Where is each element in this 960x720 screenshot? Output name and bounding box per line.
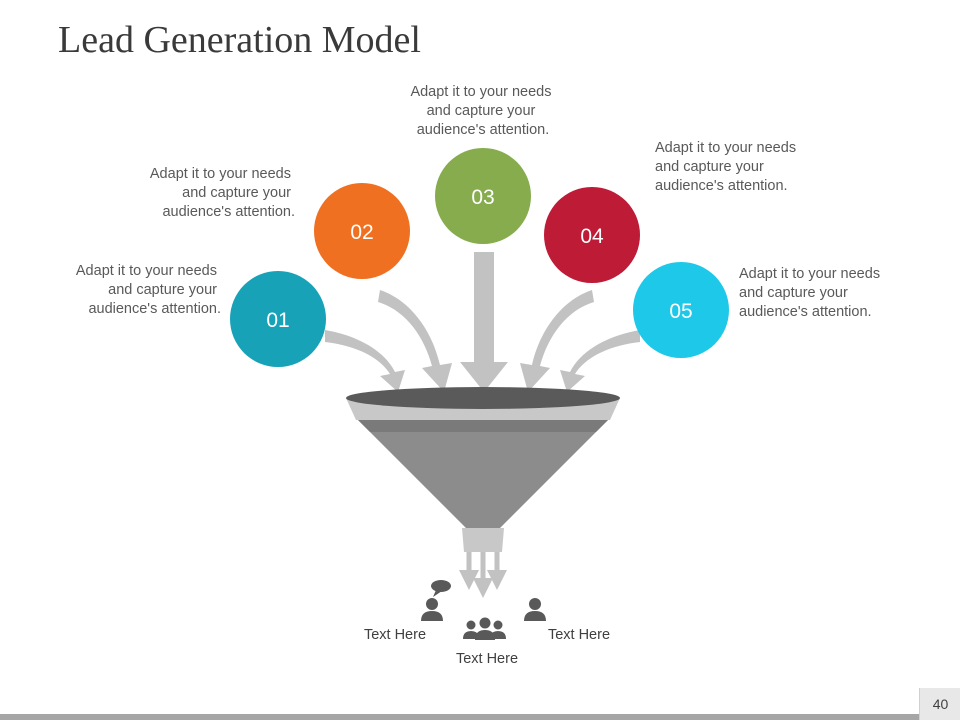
step-02-number: 02 — [350, 221, 373, 244]
step-05: 05 — [633, 262, 729, 358]
step-02-description: Adapt it to your needs and capture your … — [150, 166, 295, 220]
arrow-04 — [520, 290, 594, 392]
arrow-01 — [325, 330, 405, 392]
arrow-05 — [560, 330, 640, 392]
page-title: Lead Generation Model — [58, 19, 421, 61]
funnel — [346, 387, 620, 552]
step-04: 04 — [544, 187, 640, 283]
person-speech-icon — [421, 580, 451, 621]
step-01-number: 01 — [266, 309, 289, 332]
step-05-number: 05 — [669, 300, 692, 323]
step-01-description: Adapt it to your needs and capture your … — [76, 263, 221, 317]
person-icon — [524, 598, 546, 621]
step-04-number: 04 — [580, 225, 604, 248]
step-05-description: Adapt it to your needs and capture your … — [739, 266, 884, 320]
footer-bar — [0, 714, 919, 720]
step-02: 02 — [314, 183, 410, 279]
step-03-description: Adapt it to your needs and capture your … — [410, 84, 555, 138]
step-04-description: Adapt it to your needs and capture your … — [655, 140, 800, 194]
step-03-number: 03 — [471, 186, 494, 209]
outflow-arrows — [459, 552, 507, 598]
group-icon — [463, 617, 506, 640]
output-label-right: Text Here — [548, 627, 610, 643]
step-01: 01 — [230, 271, 326, 367]
page-number: 40 — [919, 688, 960, 720]
output-label-center: Text Here — [456, 651, 518, 667]
output-label-left: Text Here — [364, 627, 426, 643]
step-03: 03 — [435, 148, 531, 244]
arrow-02 — [378, 290, 452, 392]
arrow-03 — [460, 252, 508, 392]
